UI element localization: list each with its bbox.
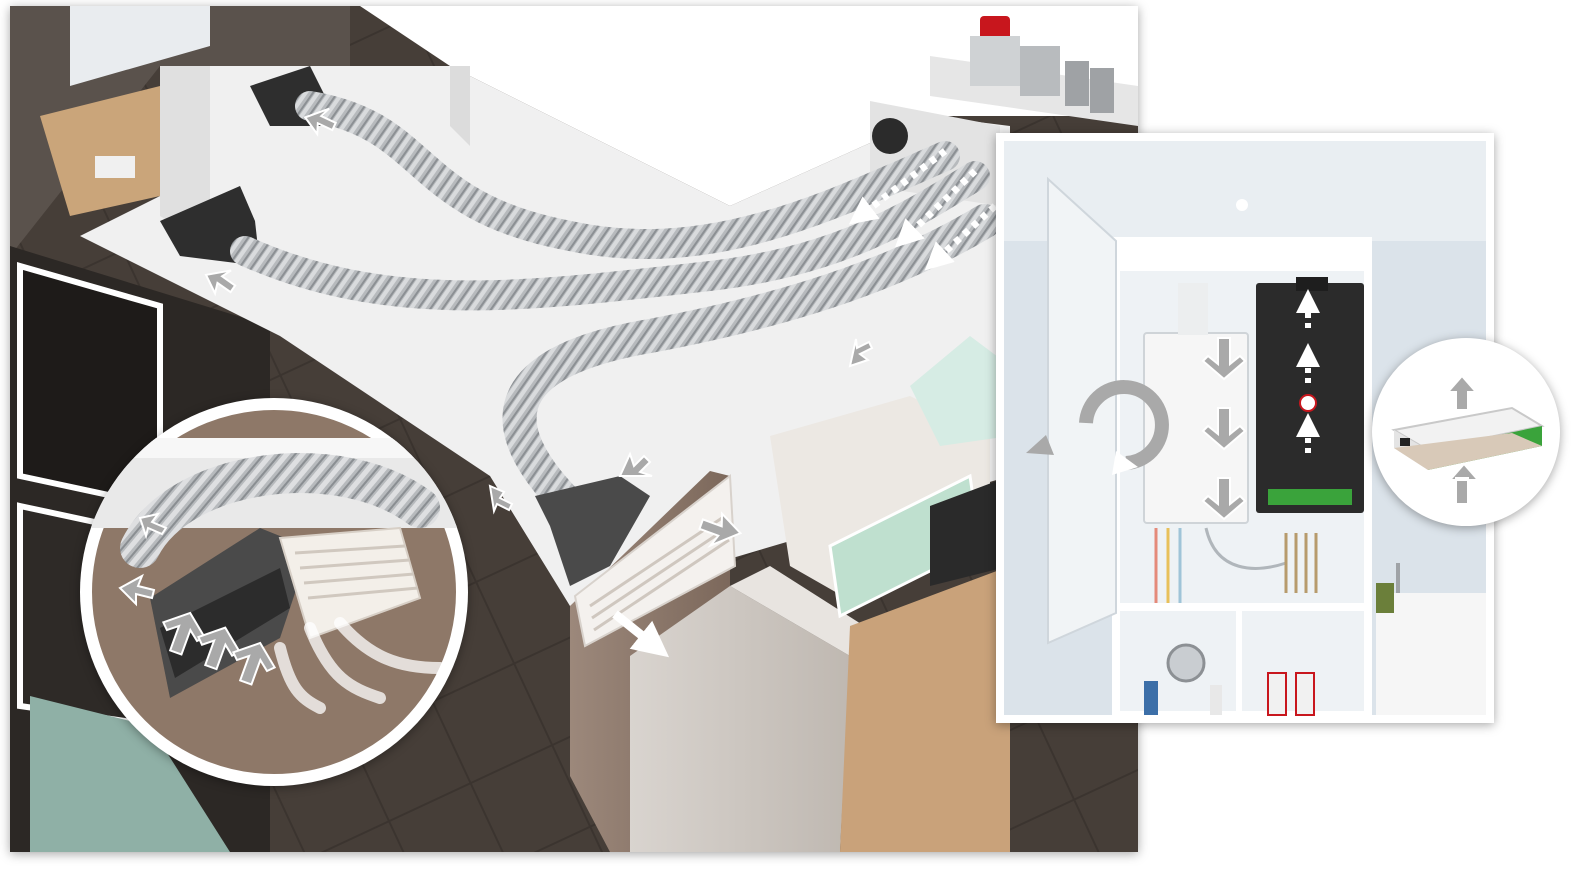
duct-port — [872, 118, 908, 154]
soap-bottle — [1376, 583, 1394, 613]
flexible-duct-3 — [502, 204, 1002, 523]
airflow-arrow-icon — [924, 203, 998, 271]
utility-cabinet-illustration — [1004, 141, 1486, 719]
roof-cutaway — [360, 6, 1138, 206]
ventilation-pipe — [1065, 61, 1089, 106]
toiletry-box — [1295, 672, 1315, 716]
desk-laptop — [95, 156, 135, 178]
airflow-arrow-icon — [612, 610, 670, 658]
grille-detail-illustration — [84, 402, 464, 782]
product-label — [1268, 489, 1352, 505]
wall-grille — [278, 526, 422, 640]
grille-detail-zoom — [80, 398, 468, 786]
cabinet-shelf — [1120, 603, 1364, 611]
utility-cabinet-panel — [996, 133, 1494, 723]
circular-arrows-icon — [1026, 380, 1169, 475]
airflow-arrow-icon — [303, 107, 338, 137]
toiletry-bottle — [1144, 681, 1158, 715]
duct-transition — [535, 476, 650, 586]
toiletry-bottle — [1210, 685, 1222, 715]
airflow-arrow-icon — [1447, 462, 1481, 505]
airflow-arrow-icon — [161, 611, 207, 656]
airflow-arrow-icon — [197, 626, 242, 671]
ceiling-unit-illustration — [1373, 339, 1559, 525]
fridge — [630, 586, 850, 852]
partition-wall — [160, 66, 210, 246]
ceiling-light — [1236, 199, 1248, 211]
airflow-arrow-icon — [204, 269, 237, 297]
airflow-arrow-icon — [1201, 337, 1247, 381]
range-hood — [910, 336, 1010, 446]
toiletry-box — [1267, 672, 1287, 716]
airflow-arrow-icon — [1445, 374, 1479, 411]
ceiling-unit-detail-zoom — [1372, 338, 1560, 526]
airflow-arrow-icon — [488, 484, 514, 515]
ventilation-pipe — [1020, 46, 1060, 96]
mirror — [1166, 643, 1206, 683]
airflow-arrow-icon — [1201, 407, 1247, 451]
airflow-arrow-icon — [231, 641, 277, 686]
airflow-arrow-icon — [698, 511, 743, 549]
flexible-duct — [120, 453, 440, 568]
window — [70, 6, 210, 86]
airflow-arrow-icon — [1201, 477, 1247, 521]
bathroom-floor — [30, 696, 230, 852]
kitchen-base-units — [840, 566, 1010, 852]
flexible-duct-1 — [295, 91, 960, 260]
airflow-arrow-icon — [894, 168, 978, 248]
vanity-unit — [1376, 593, 1486, 715]
boiler-flue — [1178, 283, 1208, 335]
faucet — [1396, 563, 1400, 593]
airflow-arrow-icon — [138, 512, 168, 540]
airflow-arrow-icon — [618, 451, 653, 477]
flue-pipe — [970, 36, 1020, 86]
ventilation-pipe — [1090, 68, 1114, 113]
cooktop — [930, 476, 1010, 586]
partition-wall — [450, 66, 470, 146]
desk — [40, 86, 160, 216]
status-indicator — [1299, 394, 1317, 412]
airflow-arrow-icon — [118, 573, 156, 607]
airflow-arrow-icon — [848, 148, 948, 225]
airflow-arrow-icon — [848, 338, 874, 368]
